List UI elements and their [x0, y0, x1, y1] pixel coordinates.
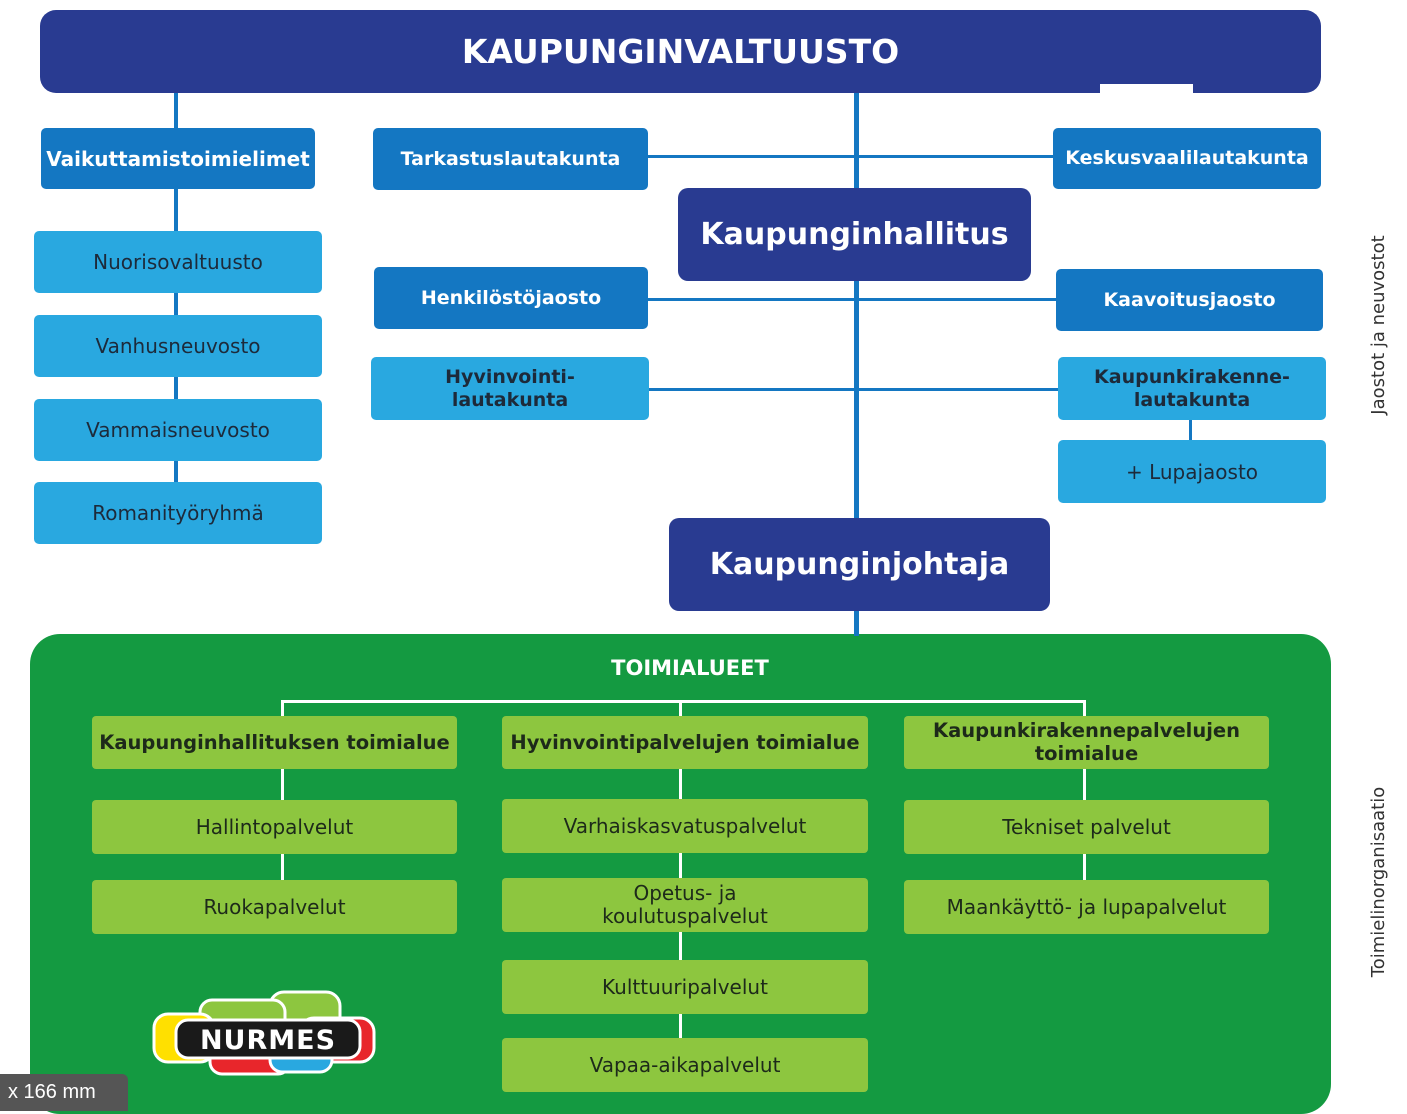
- divisions-line: [646, 298, 1058, 301]
- urban-structure-board-box: Kaupunkirakenne- lautakunta: [1058, 357, 1326, 420]
- personnel-division-box: Henkilöstöjaosto: [374, 267, 648, 329]
- sector3-drop-line: [1083, 700, 1086, 718]
- admin-services-box: Hallintopalvelut: [92, 800, 457, 854]
- nurmes-logo-graphic: [152, 990, 376, 1076]
- education-services-label: Opetus- ja koulutuspalvelut: [602, 881, 768, 928]
- urban-structure-board-label: Kaupunkirakenne- lautakunta: [1094, 365, 1290, 411]
- scale-note-label: x 166 mm: [8, 1081, 96, 1103]
- side-label-bottom: Toimielinorganisaatio: [1368, 786, 1389, 978]
- election-board-label: Keskusvaalilautakunta: [1065, 147, 1309, 170]
- welfare-board-box: Hyvinvointi- lautakunta: [371, 357, 649, 420]
- permit-division-label: + Lupajaosto: [1125, 459, 1259, 484]
- roma-group-box: Romanityöryhmä: [34, 482, 322, 544]
- technical-services-box: Tekniset palvelut: [904, 800, 1269, 854]
- audit-board-box: Tarkastuslautakunta: [373, 128, 648, 190]
- sectors-horizontal-line: [281, 700, 1085, 703]
- sector2-head-box: Hyvinvointipalvelujen toimialue: [502, 716, 868, 769]
- sector1-head-box: Kaupunginhallituksen toimialue: [92, 716, 457, 769]
- sector2-head-label: Hyvinvointipalvelujen toimialue: [510, 730, 860, 754]
- boards-line: [648, 388, 1060, 391]
- leisure-services-label: Vapaa-aikapalvelut: [589, 1053, 781, 1077]
- sector1-drop-line: [281, 700, 284, 718]
- disability-council-box: Vammaisneuvosto: [34, 399, 322, 461]
- welfare-board-label: Hyvinvointi- lautakunta: [445, 365, 575, 411]
- sector3-head-box: Kaupunkirakennepalvelujen toimialue: [904, 716, 1269, 769]
- mayor-label: Kaupunginjohtaja: [709, 546, 1010, 582]
- permit-connector-line: [1189, 418, 1192, 442]
- leisure-services-box: Vapaa-aikapalvelut: [502, 1038, 868, 1092]
- youth-council-label: Nuorisovaltuusto: [93, 250, 263, 274]
- white-notch: [1100, 84, 1193, 93]
- scale-note: x 166 mm: [0, 1074, 128, 1111]
- early-education-box: Varhaiskasvatuspalvelut: [502, 799, 868, 853]
- sectors-title: TOIMIALUEET: [611, 656, 769, 680]
- land-use-services-label: Maankäyttö- ja lupapalvelut: [946, 895, 1227, 919]
- mayor-box: Kaupunginjohtaja: [669, 518, 1050, 611]
- permit-division-box: + Lupajaosto: [1058, 440, 1326, 503]
- city-board-box: Kaupunginhallitus: [678, 188, 1031, 281]
- main-vertical-line: [854, 92, 859, 637]
- elderly-council-box: Vanhusneuvosto: [34, 315, 322, 377]
- zoning-division-box: Kaavoitusjaosto: [1056, 269, 1323, 331]
- technical-services-label: Tekniset palvelut: [1002, 815, 1171, 839]
- food-services-box: Ruokapalvelut: [92, 880, 457, 934]
- sector2-drop-line: [679, 700, 682, 718]
- influence-bodies-title: Vaikuttamistoimielimet: [46, 146, 310, 171]
- culture-services-label: Kulttuuripalvelut: [602, 975, 768, 999]
- council-box: KAUPUNGINVALTUUSTO: [40, 10, 1321, 93]
- nurmes-logo-text: NURMES: [199, 1024, 337, 1056]
- food-services-label: Ruokapalvelut: [203, 895, 346, 919]
- land-use-services-box: Maankäyttö- ja lupapalvelut: [904, 880, 1269, 934]
- roma-group-label: Romanityöryhmä: [92, 501, 264, 525]
- culture-services-box: Kulttuuripalvelut: [502, 960, 868, 1014]
- council-to-influence-line: [174, 92, 178, 130]
- zoning-division-label: Kaavoitusjaosto: [1103, 288, 1276, 311]
- audit-board-label: Tarkastuslautakunta: [400, 147, 621, 170]
- audit-election-line: [646, 155, 1056, 158]
- personnel-division-label: Henkilöstöjaosto: [420, 286, 602, 309]
- sector1-head-label: Kaupunginhallituksen toimialue: [99, 730, 450, 754]
- elderly-council-label: Vanhusneuvosto: [95, 334, 261, 358]
- election-board-box: Keskusvaalilautakunta: [1053, 128, 1321, 189]
- disability-council-label: Vammaisneuvosto: [86, 418, 270, 442]
- nurmes-logo: NURMES: [150, 990, 380, 1078]
- early-education-label: Varhaiskasvatuspalvelut: [563, 814, 807, 838]
- admin-services-label: Hallintopalvelut: [195, 815, 354, 839]
- education-services-box: Opetus- ja koulutuspalvelut: [502, 878, 868, 932]
- council-label: KAUPUNGINVALTUUSTO: [461, 31, 900, 71]
- youth-council-box: Nuorisovaltuusto: [34, 231, 322, 293]
- side-label-top: Jaostot ja neuvostot: [1368, 235, 1389, 415]
- influence-bodies-box: Vaikuttamistoimielimet: [41, 128, 315, 189]
- city-board-label: Kaupunginhallitus: [700, 216, 1009, 252]
- mayor-to-sectors-line: [854, 611, 859, 636]
- sector3-head-label: Kaupunkirakennepalvelujen toimialue: [932, 719, 1241, 765]
